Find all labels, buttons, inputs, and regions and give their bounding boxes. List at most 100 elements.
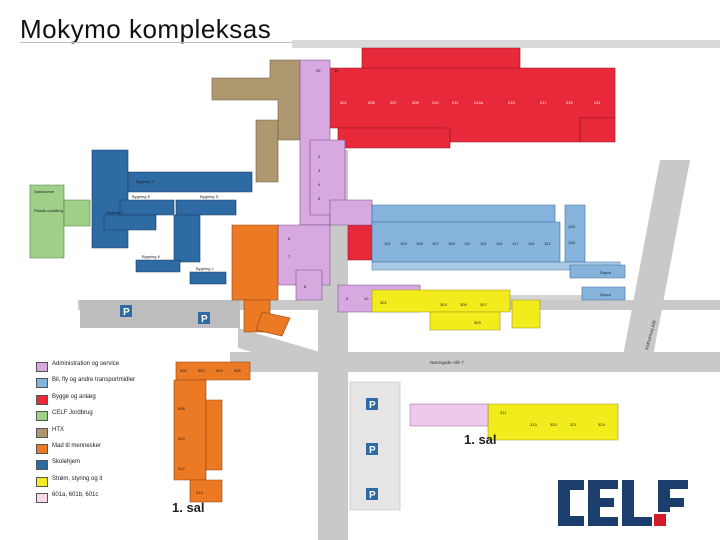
room-label: 117: [512, 241, 519, 246]
room-label: 121: [544, 241, 551, 246]
food-floor1-top: [175, 361, 251, 381]
legend-swatch: [36, 378, 48, 389]
construction-north-wing: [361, 47, 521, 69]
room-label: 307: [480, 302, 487, 307]
power-floor1: [487, 403, 619, 441]
legend-swatch: [36, 394, 48, 405]
room-label: 103: [400, 241, 407, 246]
depot-label: Depot: [600, 270, 612, 275]
road-main-label: Nørregade Allé 7: [430, 360, 464, 365]
room-label: 101: [384, 241, 391, 246]
admin-link: [329, 199, 373, 226]
parking-label: P: [123, 307, 130, 318]
legend-swatch: [36, 427, 48, 438]
room-label: 119: [528, 241, 535, 246]
food-zone: 500 502 504 506 508 510 512 514: [173, 224, 291, 503]
room-label: 514: [196, 490, 203, 495]
room-label: 9: [346, 296, 349, 301]
legend-swatch: [36, 493, 48, 504]
room-label: 5: [318, 196, 321, 201]
logo-letter-l: [622, 480, 652, 526]
room-label: 321: [570, 422, 577, 427]
room-label: 115: [496, 241, 503, 246]
room-label: 500: [180, 368, 187, 373]
road-lower-diagonal: [238, 328, 320, 372]
room-label: 504: [216, 368, 223, 373]
parking-signs: P P P P P: [120, 305, 378, 501]
room-label: 10: [364, 296, 369, 301]
legend-item: Bil, fly og andre transportmidler: [36, 376, 166, 392]
room-label: 217: [540, 100, 547, 105]
room-label: 111: [464, 241, 471, 246]
legend-item: Skolehjem: [36, 458, 166, 474]
room-label: 210: [432, 100, 439, 105]
floor-label-right: 1. sal: [464, 432, 497, 447]
room-label: 510: [178, 436, 185, 441]
agriculture-wing: [63, 199, 91, 227]
school-building-mid: [173, 214, 201, 263]
parking-label: P: [369, 445, 376, 456]
agriculture-zone: Sandscene Plastik-udstilling: [29, 184, 91, 259]
parking-sign: [198, 312, 210, 324]
school-building-d: [175, 199, 237, 216]
construction-east-wing: [579, 117, 616, 143]
power-main-block: [371, 289, 511, 313]
room-label: 320: [550, 422, 557, 427]
room-label: 215: [508, 100, 515, 105]
room-label: 313: [530, 422, 537, 427]
road-top-right: [292, 40, 720, 48]
room-label: 221: [594, 100, 601, 105]
logo-letter-f: [658, 480, 688, 512]
room-label: 4: [318, 182, 321, 187]
room-label: 209: [412, 100, 419, 105]
legend-item: 601a, 601b, 601c: [36, 491, 166, 507]
logo-letter-c: [558, 480, 584, 526]
food-floor1-foot: [189, 479, 223, 503]
room-label: 109: [448, 241, 455, 246]
legend-item: Mad til mennesker: [36, 442, 166, 458]
room-label: 205: [368, 100, 375, 105]
room-label: 36: [334, 68, 339, 73]
food-angle-block: [255, 311, 291, 337]
road-parking-area: [80, 300, 240, 328]
transport-east-block: [564, 204, 586, 263]
legend-item: HTX: [36, 426, 166, 442]
htx-building-lower: [255, 119, 279, 183]
parking-label: P: [201, 314, 208, 325]
page-title: Mokymo kompleksas: [20, 14, 272, 44]
logo-red-square: [654, 514, 666, 526]
legend-swatch: [36, 460, 48, 471]
celf-logo: [558, 480, 688, 526]
room-label: 305: [460, 302, 467, 307]
road-diagonal: [620, 160, 690, 372]
room-label: 201: [340, 100, 347, 105]
room-label: 506: [234, 368, 241, 373]
construction-lower-wing: [337, 127, 451, 149]
room-label: 6: [288, 236, 291, 241]
parking-sign: [366, 398, 378, 410]
room-label: 311: [500, 410, 507, 415]
legend-item: Administration og service: [36, 360, 166, 376]
building-label: Bygning J: [106, 210, 124, 215]
legend-item: Bygge og anlæg: [36, 393, 166, 409]
room-label: 212a: [474, 100, 484, 105]
htx-zone: [211, 59, 301, 183]
logo-letter-e: [588, 480, 618, 526]
legend-swatch: [36, 443, 48, 454]
food-floor1-east: [205, 399, 223, 471]
room-label: 3: [318, 168, 321, 173]
legend-label: Bil, fly og andre transportmidler: [52, 377, 136, 384]
legend-swatch: [36, 362, 48, 372]
room-label: 125: [568, 224, 575, 229]
room-label: 211: [452, 100, 459, 105]
room-label: 508: [178, 406, 185, 411]
legend-item: Strøm, styring og it: [36, 475, 166, 491]
road-nørregade: [230, 352, 720, 372]
transport-north-wing: [371, 204, 556, 223]
room-label: 107: [432, 241, 439, 246]
room-label: 8: [304, 284, 307, 289]
parking-sign: [120, 305, 132, 317]
room-label: 128: [568, 240, 575, 245]
room-label: 502: [198, 368, 205, 373]
legend-label: Mad til mennesker: [52, 442, 102, 449]
